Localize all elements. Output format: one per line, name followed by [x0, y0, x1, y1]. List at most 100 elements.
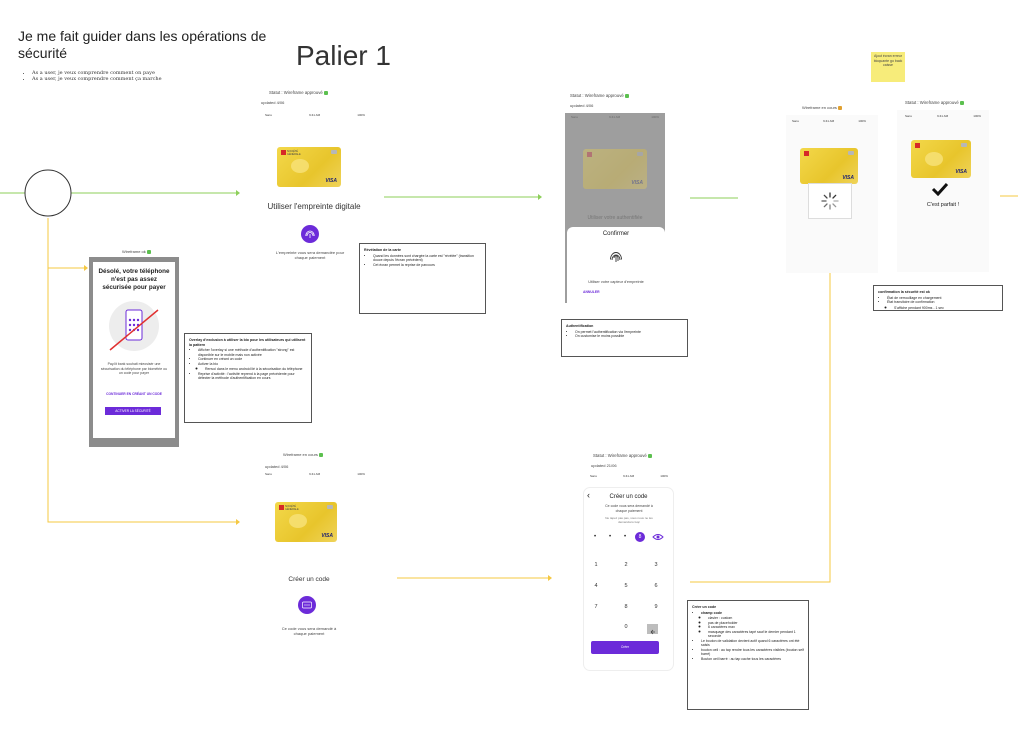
keypad-key[interactable]: 7 [594, 604, 598, 610]
note-item: Renvoi dans le menu android lié à la séc… [205, 367, 307, 372]
screen-updated: updated 21/06 [591, 463, 617, 468]
page-title: Je me fait guider dans les opérations de… [18, 28, 267, 61]
backspace-key[interactable] [647, 624, 658, 635]
create-code-caption: Ce code vous sera demandé à chaque paiem… [281, 626, 337, 636]
arrow-code-to-perfect [690, 240, 831, 583]
keypad-key[interactable]: 5 [624, 583, 628, 589]
flow-start-circle [24, 169, 72, 217]
keypad-key[interactable]: 8 [624, 604, 628, 610]
back-arrow-icon[interactable]: ‹ [587, 490, 590, 500]
keypad-key[interactable]: 4 [594, 583, 598, 589]
create-code-link[interactable]: CONTINUER EN CRÉANT UN CODE [106, 392, 162, 396]
bank-card: VISA [800, 148, 858, 184]
approved-icon [319, 452, 324, 457]
approved-icon [647, 453, 652, 458]
user-story: As a user, je veux comprendre comment on… [32, 70, 172, 76]
approved-icon [323, 90, 328, 95]
code-last-digit: 8 [635, 532, 645, 542]
backspace-icon [650, 629, 655, 635]
perfect-text: C'est parfait ! [926, 202, 960, 208]
card-reveal-note: Révélation de la carte Quand les données… [359, 243, 486, 314]
screen-status: Statut : Wireframe approuvé [269, 90, 328, 95]
note-title: Révélation de la carte [364, 248, 401, 252]
screen-status: Statut : Wireframe approuvé [570, 93, 629, 98]
note-item: pas de placeholder [708, 621, 804, 626]
in-progress-icon [838, 105, 843, 110]
note-item: masquage des caractères tapé sauf le der… [708, 630, 804, 639]
note-item: S'affiche pendant 900ms - 1 sec [894, 306, 998, 311]
note-item: Cet écran permet la reprise de parcours [373, 263, 481, 268]
note-item: On customise le moins possible [575, 334, 683, 339]
keypad-key[interactable]: 3 [654, 562, 658, 568]
fingerprint-screen: Statut : Wireframe approuvé updated 4/06… [255, 90, 373, 270]
keypad-key[interactable]: 6 [654, 583, 658, 589]
create-code-title: Créer un code [288, 576, 330, 583]
create-button[interactable]: Créer [591, 641, 659, 654]
screen-updated: updated 4/06 [265, 464, 289, 469]
fingerprint-caption: L'empreinte vous sera demandée pour chaq… [275, 250, 345, 260]
note-item: État de verrouillage en chargement [887, 296, 998, 301]
overlay-title: Désolé, votre téléphone n'est pas assez … [98, 268, 170, 291]
phone-lock-illustration-icon [109, 301, 159, 351]
note-item: Activer la bio Renvoi dans le menu andro… [198, 362, 307, 372]
bank-card: VISA [911, 140, 971, 178]
keypad-key[interactable]: 2 [624, 562, 628, 568]
create-code-title: Créer un code [609, 494, 648, 500]
code-field[interactable]: • • • 8 [591, 532, 671, 544]
note-item: clavier : custom [708, 616, 804, 621]
note-item: Quand les données sont chargée la carte … [373, 254, 481, 263]
activate-security-button[interactable]: ACTIVER LA SÉCURITÉ [105, 407, 161, 415]
fingerprint-title: Utiliser l'empreinte digitale [267, 202, 361, 211]
note-item: Le bouton de validation devient actif qu… [701, 639, 804, 648]
note-item: Bouton oeil barré : au tap cache tous le… [701, 657, 804, 662]
screen-updated: updated 4/06 [261, 100, 285, 105]
auth-note: Authentification On permet l'authentific… [561, 319, 688, 357]
code-dot: • [594, 534, 597, 540]
arrow-circle-to-code [47, 268, 236, 523]
spinner-icon [821, 192, 839, 210]
create-code-subtitle: Ce code vous sera demandé à chaque paiem… [605, 504, 653, 513]
keypad-key[interactable]: 0 [624, 624, 628, 630]
confirm-bottom-sheet: Confirmer Utiliser votre capteur d'empre… [567, 227, 665, 303]
security-confirm-note: confirmation la sécurité est ok État de … [873, 285, 1003, 311]
sticky-note: Ajout écran erreur bloquante go back cai… [871, 52, 905, 82]
overlay-label: Wireframe ok [122, 249, 151, 254]
code-keypad-button[interactable] [298, 596, 316, 614]
keypad-key[interactable]: 9 [654, 604, 658, 610]
create-code-screen: ‹ Créer un code Ce code vous sera demand… [583, 487, 674, 671]
keypad-key[interactable]: 1 [594, 562, 598, 568]
note-item: Reprise d'activité : l'activité reprend … [198, 372, 307, 381]
loader-box [808, 183, 852, 219]
cancel-button[interactable]: ANNULER [583, 290, 600, 294]
screen-updated: updated 4/06 [570, 103, 594, 108]
user-stories: As a user, je veux comprendre comment on… [22, 70, 172, 83]
screen-status: Statut : Wireframe approuvé [905, 100, 964, 105]
note-item: Continuer en créant un code [198, 357, 307, 362]
note-item: bouton oeil : au tap rendre tous les car… [701, 648, 804, 657]
loading-label: Wireframe en cours [802, 105, 843, 110]
note-title: Créer un code [692, 605, 717, 609]
create-code-note: Créer un code champ code clavier : custo… [687, 600, 809, 710]
sheet-caption: Utiliser votre capteur d'empreinte [588, 280, 644, 284]
fingerprint-button[interactable] [301, 225, 319, 243]
approved-icon [624, 93, 629, 98]
fingerprint-icon[interactable] [607, 247, 625, 265]
keypad-icon [302, 601, 312, 609]
eye-icon[interactable] [652, 533, 664, 541]
sheet-title: Confirmer [602, 231, 630, 237]
arrow-circle-to-overlay [47, 218, 84, 269]
ghost-title: Utiliser votre authentifiée [587, 215, 643, 221]
fingerprint-icon [305, 230, 315, 238]
note-title: Authentification [566, 324, 594, 328]
code-dot: • [624, 534, 627, 540]
note-title: Overlay d'exclusion à utiliser la bio po… [189, 338, 306, 347]
